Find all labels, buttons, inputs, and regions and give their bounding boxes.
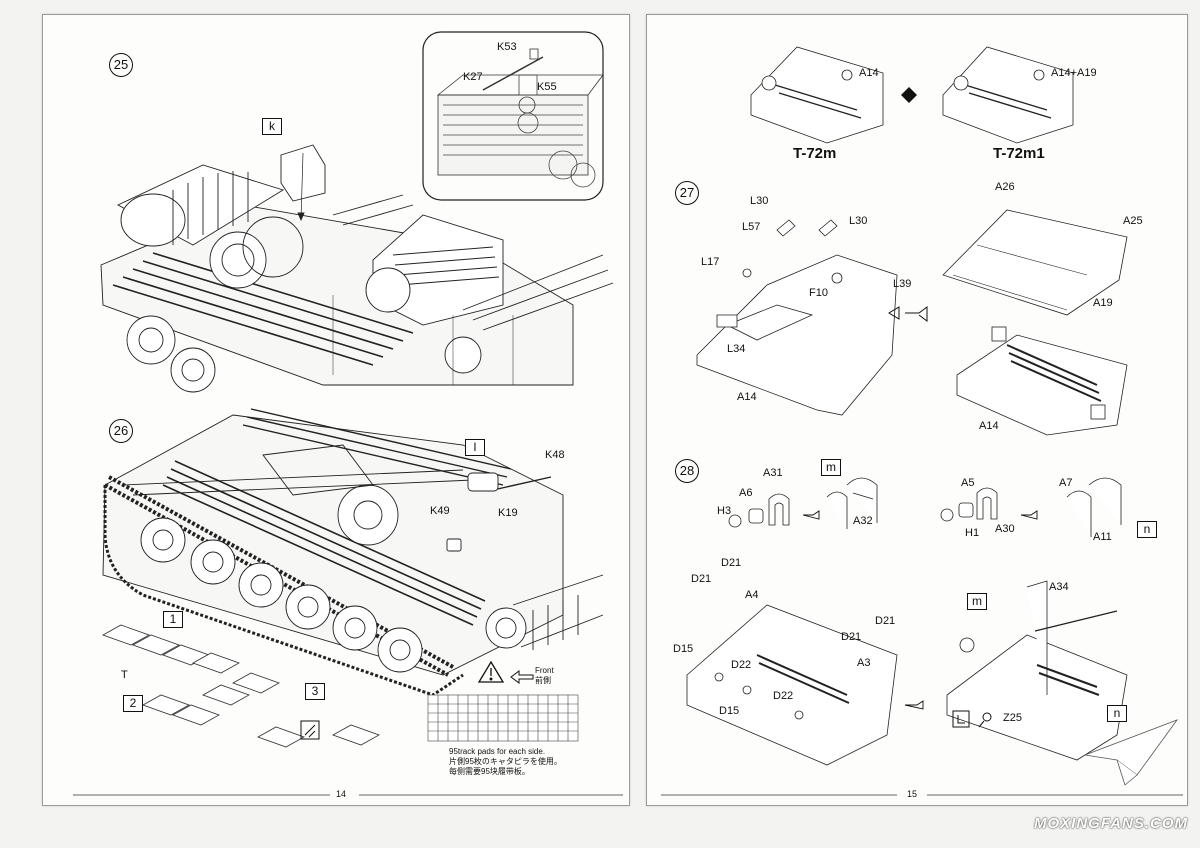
step27-assembly-drawing: [942, 209, 1128, 436]
engine-detail-drawing: [436, 48, 604, 188]
step-26-badge: 26: [109, 419, 133, 443]
label-l30-a: L30: [750, 195, 769, 207]
label-d21-a: D21: [721, 557, 742, 569]
label-a14-top: A14: [859, 67, 879, 79]
track-part-2: 2: [123, 695, 143, 712]
front-arrow-icon: [510, 670, 534, 684]
step-27-badge: 27: [675, 181, 699, 205]
label-k53: K53: [497, 41, 517, 53]
label-d21-d: D21: [841, 631, 862, 643]
variant-t72m: T-72m: [793, 145, 837, 162]
front-label-jp: 前側: [535, 676, 551, 685]
label-a30: A30: [995, 523, 1015, 535]
label-a31: A31: [763, 467, 783, 479]
label-a14-a19: A14+A19: [1051, 67, 1097, 79]
label-k55: K55: [537, 81, 557, 93]
arrow-right-icon: [905, 306, 928, 322]
t72m1-floor-drawing: [942, 46, 1074, 144]
part-tag-n-top: n: [1137, 521, 1157, 538]
step26-tank-drawing: [102, 408, 604, 697]
left-instruction-page: 25 k K53 K27 K55 26 l K48 K49 K19 1 T 2 …: [42, 14, 630, 806]
glue-icon: [300, 720, 320, 740]
label-a4: A4: [745, 589, 759, 601]
front-label: Front: [535, 666, 554, 675]
part-tag-m-bottom: m: [967, 593, 987, 610]
part-tag-k: k: [262, 118, 282, 135]
track-part-1: 1: [163, 611, 183, 628]
swap-arrow-icon: [901, 87, 917, 103]
label-d21-b: D21: [691, 573, 712, 585]
step27-floor-drawing: [696, 219, 898, 416]
label-a6: A6: [739, 487, 753, 499]
label-a32: A32: [853, 515, 873, 527]
step25-hull-drawing: [100, 144, 614, 393]
label-z25: Z25: [1003, 712, 1022, 724]
part-tag-l: l: [465, 439, 485, 456]
label-a14-assembly: A14: [979, 420, 999, 432]
step-28-badge: 28: [675, 459, 699, 483]
label-f10: F10: [809, 287, 828, 299]
left-page-drawings: [73, 31, 623, 796]
track-part-3: 3: [305, 683, 325, 700]
t72m-floor-drawing: [750, 46, 884, 144]
engine-detail-inset: [422, 31, 604, 201]
note-english: 95track pads for each side.: [449, 747, 546, 756]
variant-t72m1: T-72m1: [993, 145, 1045, 162]
page-number-15: 15: [907, 789, 918, 799]
track-pads-grid: [427, 694, 579, 742]
label-h1: H1: [965, 527, 980, 539]
label-a26: A26: [995, 181, 1015, 193]
label-a34: A34: [1049, 581, 1069, 593]
warning-icon: [477, 660, 505, 683]
part-tag-m-top: m: [821, 459, 841, 476]
step28-n-assembly: [940, 477, 1122, 537]
site-watermark: MOXINGFANS.COM: [1033, 815, 1188, 832]
label-a14-step27: A14: [737, 391, 757, 403]
label-a7: A7: [1059, 477, 1073, 489]
label-k27: K27: [463, 71, 483, 83]
label-a25: A25: [1123, 215, 1143, 227]
label-l57: L57: [742, 221, 761, 233]
label-k49: K49: [430, 505, 450, 517]
label-d15-b: D15: [719, 705, 740, 717]
right-instruction-page: A14 A14+A19 T-72m T-72m1 27 L30 L57 L30 …: [646, 14, 1188, 806]
page-number-14: 14: [336, 789, 347, 799]
tool-icon: [952, 710, 970, 728]
label-a11: A11: [1093, 531, 1112, 543]
step28-hull-side-left: [686, 604, 898, 766]
step-25-badge: 25: [109, 53, 133, 77]
track-parts-drawing: [102, 624, 380, 748]
label-l30-b: L30: [849, 215, 868, 227]
label-a5: A5: [961, 477, 975, 489]
part-tag-n-bottom: n: [1107, 705, 1127, 722]
step28-m-assembly: [728, 477, 878, 529]
right-page-drawings: [661, 46, 1183, 796]
label-d15-a: D15: [673, 643, 694, 655]
drill-icon: [978, 712, 992, 728]
label-l17: L17: [701, 256, 720, 268]
label-a19: A19: [1093, 297, 1113, 309]
note-chinese: 每侧需要95块履带板。: [449, 767, 530, 776]
step28-hull-side-right: [946, 580, 1128, 761]
label-l39: L39: [893, 278, 912, 290]
label-h3: H3: [717, 505, 732, 517]
track-label-t: T: [121, 669, 128, 681]
label-a3: A3: [857, 657, 871, 669]
label-k19: K19: [498, 507, 518, 519]
note-japanese: 片側95枚のキャタピラを使用。: [449, 757, 562, 766]
label-d22-b: D22: [773, 690, 794, 702]
label-d22-a: D22: [731, 659, 752, 671]
label-d21-c: D21: [875, 615, 896, 627]
paper-plane-logo-icon: [1083, 719, 1179, 786]
label-k48: K48: [545, 449, 565, 461]
label-l34: L34: [727, 343, 746, 355]
